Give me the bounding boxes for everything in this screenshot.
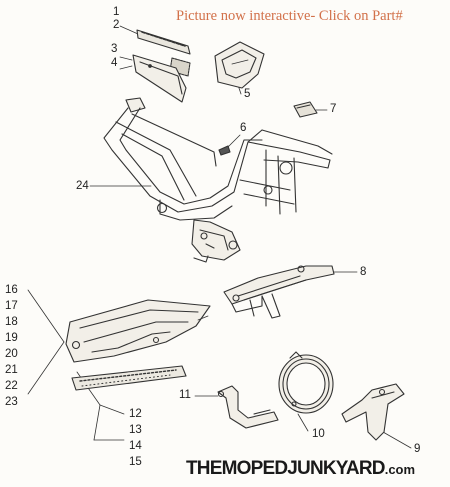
part-number-12[interactable]: 12 xyxy=(129,408,142,420)
part-number-2[interactable]: 2 xyxy=(113,19,120,31)
part-number-5[interactable]: 5 xyxy=(244,88,251,100)
part-number-13[interactable]: 13 xyxy=(129,424,142,436)
part-number-17[interactable]: 17 xyxy=(5,300,18,312)
part-number-24[interactable]: 24 xyxy=(76,180,89,192)
part-number-22[interactable]: 22 xyxy=(5,380,18,392)
part-mount-bracket[interactable] xyxy=(217,385,279,429)
part-stand[interactable] xyxy=(223,265,335,319)
part-number-8[interactable]: 8 xyxy=(360,266,367,278)
part-number-15[interactable]: 15 xyxy=(129,456,142,468)
part-number-6[interactable]: 6 xyxy=(240,122,247,134)
part-number-19[interactable]: 19 xyxy=(5,332,18,344)
watermark-domain: .com xyxy=(384,462,416,477)
part-number-4[interactable]: 4 xyxy=(111,57,118,69)
watermark-main: THEMOPEDJUNKYARD xyxy=(186,458,386,479)
part-number-7[interactable]: 7 xyxy=(330,103,337,115)
part-number-14[interactable]: 14 xyxy=(129,440,142,452)
part-number-20[interactable]: 20 xyxy=(5,348,18,360)
site-watermark: THEMOPEDJUNKYARD.com xyxy=(186,456,448,482)
part-side-plate[interactable] xyxy=(132,54,187,103)
part-number-3[interactable]: 3 xyxy=(111,43,118,55)
part-main-frame[interactable] xyxy=(103,97,333,263)
part-clip[interactable] xyxy=(218,145,231,156)
part-bracket[interactable] xyxy=(214,41,265,89)
part-number-9[interactable]: 9 xyxy=(414,443,421,455)
interactive-banner: Picture now interactive- Click on Part# xyxy=(176,8,403,24)
part-number-21[interactable]: 21 xyxy=(5,364,18,376)
part-headlight-ring[interactable] xyxy=(278,351,334,414)
part-number-10[interactable]: 10 xyxy=(312,428,325,440)
part-number-23[interactable]: 23 xyxy=(5,396,18,408)
part-trim-strip[interactable] xyxy=(71,365,187,391)
part-stand-bracket[interactable] xyxy=(341,383,405,441)
part-plate[interactable] xyxy=(293,101,318,118)
part-number-11[interactable]: 11 xyxy=(179,389,191,401)
part-number-16[interactable]: 16 xyxy=(5,284,18,296)
part-number-1[interactable]: 1 xyxy=(113,6,120,18)
part-number-18[interactable]: 18 xyxy=(5,316,18,328)
part-floor-panel[interactable] xyxy=(65,299,211,363)
